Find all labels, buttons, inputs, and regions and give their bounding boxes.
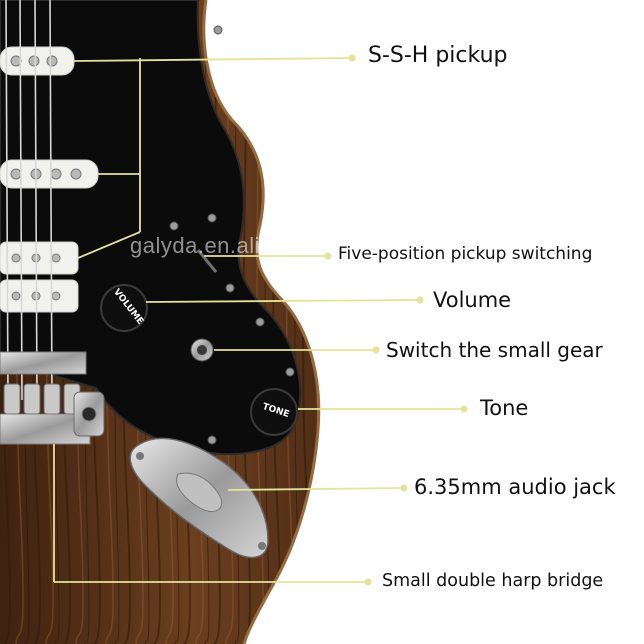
label-pickup: S-S-H pickup bbox=[368, 43, 508, 68]
label-switch-gear: Switch the small gear bbox=[386, 338, 603, 362]
label-bridge: Small double harp bridge bbox=[382, 571, 604, 591]
label-tone: Tone bbox=[480, 396, 529, 420]
label-volume: Volume bbox=[433, 288, 512, 312]
watermark: galyda.en.alibaba.com bbox=[130, 233, 361, 258]
label-switching: Five-position pickup switching bbox=[338, 244, 593, 264]
label-audio-jack: 6.35mm audio jack bbox=[414, 475, 616, 499]
